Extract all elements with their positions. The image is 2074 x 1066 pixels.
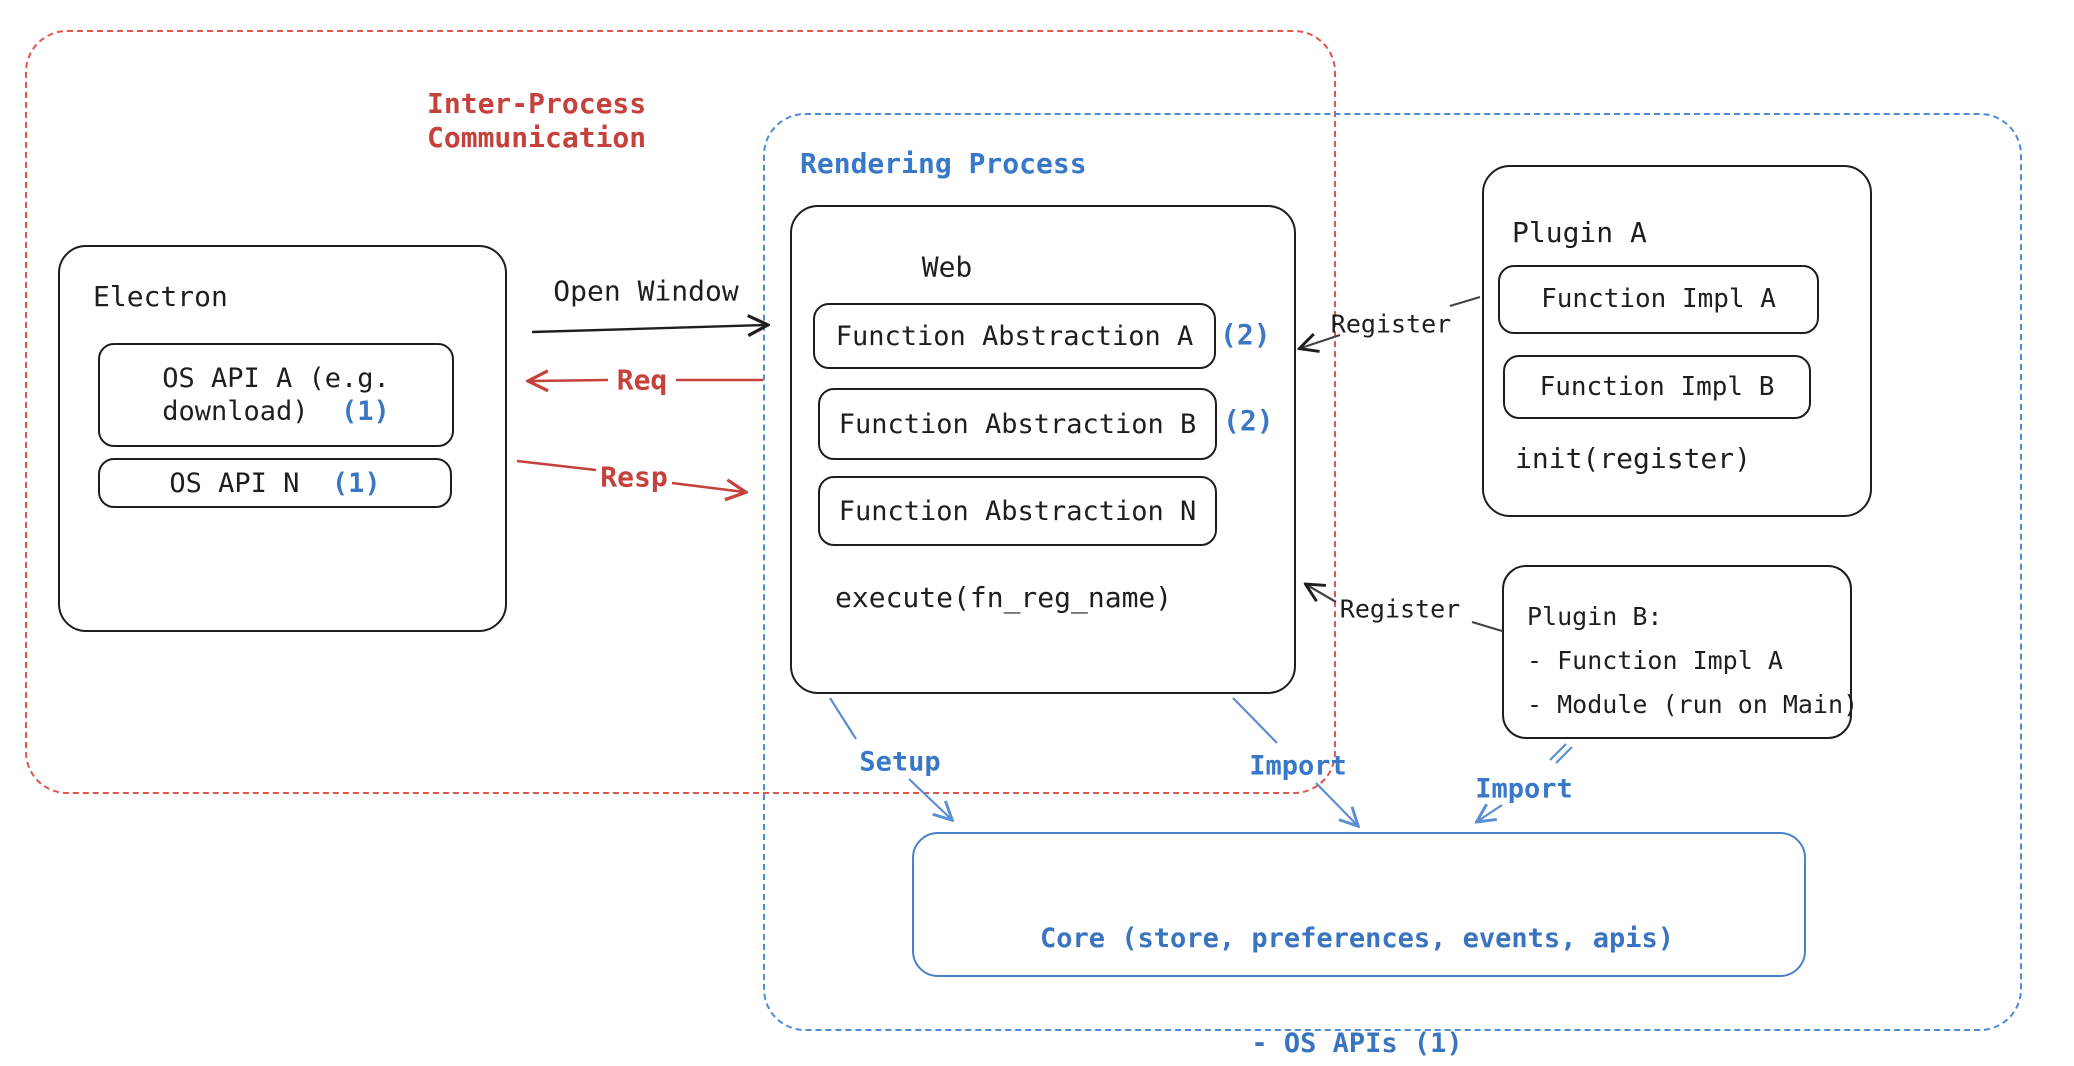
register-a-label: Register — [1330, 309, 1452, 339]
setup-label: Setup — [859, 746, 941, 778]
function-abstraction-a-badge: (2) — [1220, 318, 1271, 351]
os-api-n-label: OS API N — [169, 467, 300, 499]
function-abstraction-n-box: Function Abstraction N — [818, 476, 1217, 546]
function-impl-b-label: Function Impl B — [1539, 371, 1775, 402]
os-api-a-line1: OS API A (e.g. — [162, 362, 390, 395]
plugin-a-title: Plugin A — [1512, 216, 1647, 249]
import-plugin-b-label: Import — [1475, 773, 1573, 805]
os-api-n-box: OS API N (1) — [98, 458, 452, 508]
open-window-arrow — [531, 325, 766, 332]
core-text: Core (store, preferences, events, apis) … — [912, 851, 1802, 1066]
function-impl-a-box: Function Impl A — [1498, 265, 1819, 334]
register-a-arrow — [1301, 295, 1481, 348]
plugin-b-line1: - Function Impl A — [1527, 646, 1783, 675]
req-label: Req — [616, 363, 668, 397]
function-abstraction-b-box: Function Abstraction B — [818, 388, 1217, 460]
function-abstraction-a-label: Function Abstraction A — [835, 320, 1194, 352]
rendering-group-box — [763, 113, 2022, 1031]
os-api-a-box: OS API A (e.g. download) (1) — [98, 343, 454, 447]
os-api-a-label2: download) — [162, 396, 309, 427]
web-title: Web — [921, 250, 973, 284]
ipc-group-label: Inter-Process Communication — [427, 87, 646, 155]
core-node — [912, 832, 1806, 977]
function-abstraction-b-label: Function Abstraction B — [838, 408, 1197, 440]
ipc-group-label-line2: Communication — [427, 121, 647, 154]
function-abstraction-a-box: Function Abstraction A — [813, 303, 1216, 369]
os-api-a-line2: download) (1) — [162, 395, 390, 428]
function-abstraction-n-label: Function Abstraction N — [838, 495, 1197, 527]
import-web-label: Import — [1249, 750, 1347, 782]
os-api-a-badge: (1) — [341, 396, 390, 427]
plugin-b-title: Plugin B: — [1527, 602, 1663, 631]
req-arrow — [530, 380, 763, 381]
os-api-n-badge: (1) — [331, 467, 381, 499]
rendering-group-label: Rendering Process — [800, 147, 1087, 180]
import-plugin-b-arrow — [1478, 743, 1573, 821]
function-impl-a-label: Function Impl A — [1541, 284, 1776, 314]
resp-label: Resp — [600, 460, 668, 494]
ipc-group-box — [25, 30, 1336, 794]
plugin-a-footer-init: init(register) — [1515, 442, 1752, 475]
core-line2: - OS APIs (1) — [1251, 1028, 1463, 1059]
plugin-a-node — [1482, 165, 1872, 517]
electron-title: Electron — [93, 280, 228, 313]
open-window-label: Open Window — [553, 274, 739, 308]
os-api-a-label1: OS API A (e.g. — [162, 363, 390, 394]
setup-arrow — [829, 697, 951, 819]
resp-arrow — [516, 459, 744, 492]
register-b-label: Register — [1339, 594, 1461, 624]
ipc-group-label-line1: Inter-Process — [427, 87, 647, 120]
web-footer-execute: execute(fn_reg_name) — [835, 581, 1173, 614]
plugin-b-line2: - Module (run on Main) — [1527, 690, 1859, 719]
function-impl-b-box: Function Impl B — [1503, 355, 1811, 419]
plugin-b-text: Plugin B: - Function Impl A - Module (ru… — [1527, 595, 1858, 727]
core-line1: Core (store, preferences, events, apis) — [1040, 923, 1674, 954]
function-abstraction-b-badge: (2) — [1223, 404, 1274, 437]
plugin-b-node — [1502, 565, 1852, 739]
import-web-arrow — [1232, 697, 1357, 825]
register-b-arrow — [1307, 585, 1503, 633]
